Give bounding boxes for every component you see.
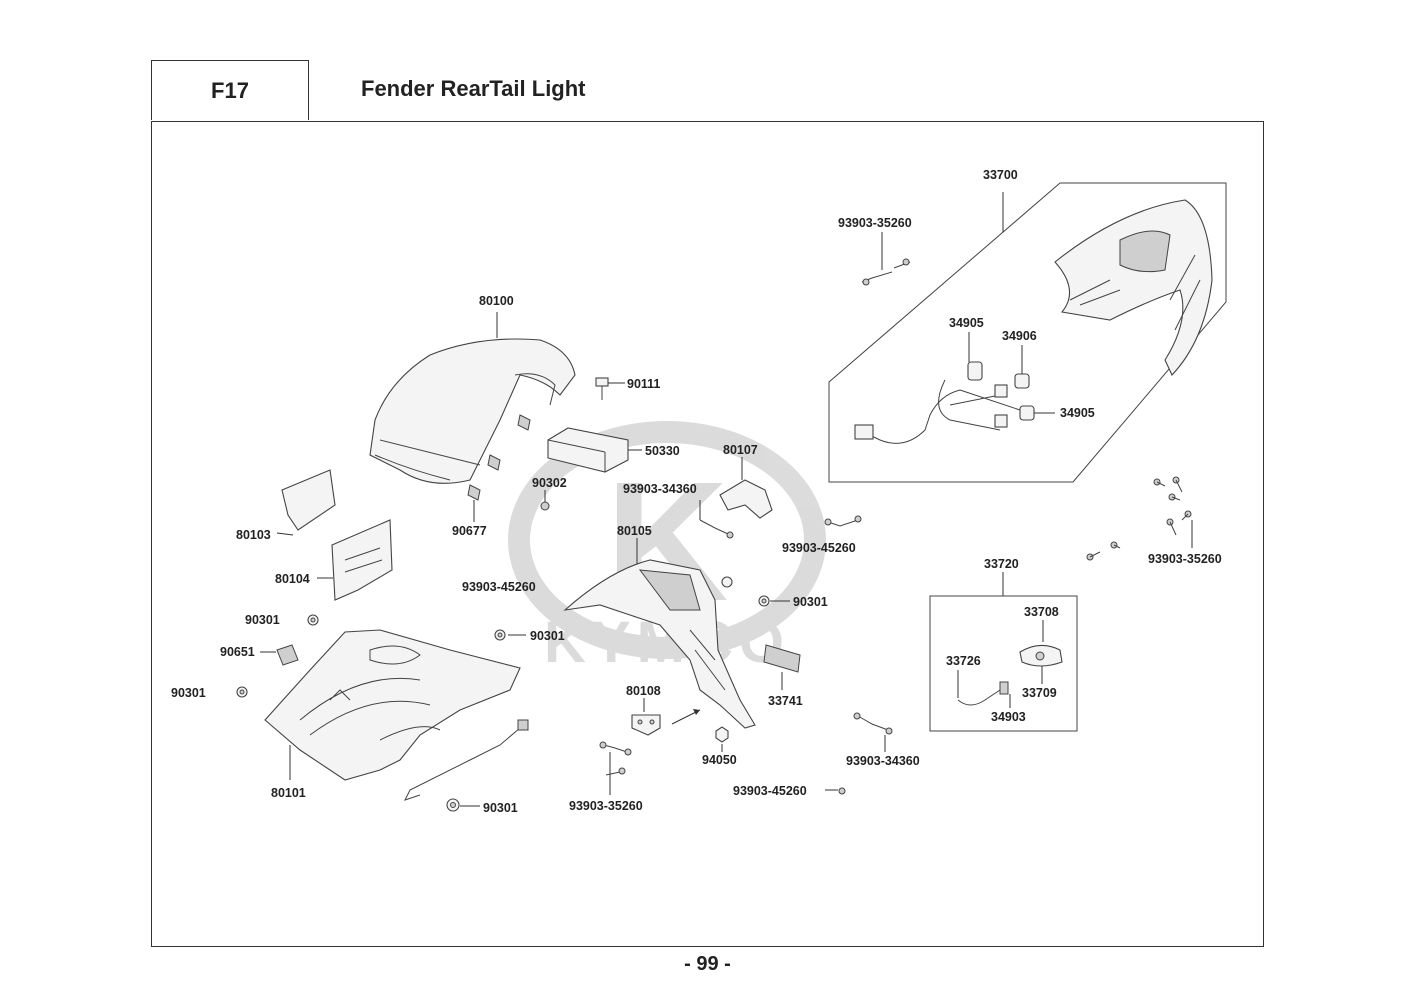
inner-fender-80105	[563, 538, 756, 729]
label-93903-35260-b: 93903-35260	[1148, 552, 1222, 566]
section-code: F17	[151, 60, 309, 120]
plate-80104	[317, 519, 393, 601]
label-34903: 34903	[991, 710, 1026, 724]
bulb-34906	[1014, 373, 1030, 389]
reflector-80108	[631, 698, 701, 736]
label-93903-45260-a: 93903-45260	[782, 541, 856, 555]
bulb-34905-a	[967, 361, 983, 381]
label-90301-a: 90301	[245, 613, 280, 627]
label-34905-b: 34905	[1060, 406, 1095, 420]
tail-light-harness	[854, 389, 961, 444]
label-80104: 80104	[275, 572, 310, 586]
label-93903-45260-c: 93903-45260	[733, 784, 807, 798]
label-50330: 50330	[645, 444, 680, 458]
label-80101: 80101	[271, 786, 306, 800]
tail-light-housing	[1054, 199, 1213, 376]
callout-labels: 33700 93903-35260 34905 34906 34905 8010…	[171, 168, 1222, 815]
license-light-group	[929, 572, 1078, 732]
label-80105: 80105	[617, 524, 652, 538]
screws-93903-35260-right	[1086, 476, 1193, 561]
label-33726: 33726	[946, 654, 981, 668]
label-90651: 90651	[220, 645, 255, 659]
label-34905-a: 34905	[949, 316, 984, 330]
label-33709: 33709	[1022, 686, 1057, 700]
label-33700: 33700	[983, 168, 1018, 182]
clip-90651	[260, 644, 299, 666]
label-90677: 90677	[452, 524, 487, 538]
label-90302: 90302	[532, 476, 567, 490]
page-number: - 99 -	[684, 953, 731, 975]
document-case-50330	[547, 427, 642, 473]
bracket-80107	[719, 457, 773, 519]
label-80107: 80107	[723, 443, 758, 457]
label-80108: 80108	[626, 684, 661, 698]
label-90301-b: 90301	[793, 595, 828, 609]
rear-fender-80100	[369, 312, 576, 522]
bolt-90111	[595, 377, 625, 400]
section-code-text: F17	[211, 77, 249, 103]
label-93903-34360-a: 93903-34360	[623, 482, 697, 496]
label-90301-c: 90301	[530, 629, 565, 643]
tail-light-lens	[1119, 230, 1171, 273]
label-33720: 33720	[984, 557, 1019, 571]
bulb-34905-b	[1019, 405, 1035, 421]
label-80103: 80103	[236, 528, 271, 542]
screws-93903-35260-bottom	[599, 741, 632, 795]
screws-93903-35260-top	[861, 232, 911, 286]
label-33741: 33741	[768, 694, 803, 708]
label-93903-45260-b: 93903-45260	[462, 580, 536, 594]
screw-93903-45260-c	[825, 787, 846, 795]
label-90301-e: 90301	[483, 801, 518, 815]
label-90111: 90111	[627, 377, 660, 391]
screws-93903-45260-top	[824, 515, 862, 527]
label-93903-34360-b: 93903-34360	[846, 754, 920, 768]
diagram-frame	[151, 121, 1264, 947]
screw-93903-34360-a	[699, 500, 734, 539]
label-94050: 94050	[702, 753, 737, 767]
license-light-wire	[957, 689, 1001, 706]
nut-94050	[715, 726, 729, 752]
label-33708: 33708	[1024, 605, 1059, 619]
label-93903-35260-c: 93903-35260	[569, 799, 643, 813]
plate-80103	[276, 469, 336, 536]
washers-90301	[236, 576, 790, 812]
tail-light-inset-box	[828, 182, 1227, 483]
label-90301-d: 90301	[171, 686, 206, 700]
label-80100: 80100	[479, 294, 514, 308]
clip-90677	[467, 484, 481, 501]
label-34906: 34906	[1002, 329, 1037, 343]
fender-body	[369, 338, 576, 484]
label-93903-35260-a: 93903-35260	[838, 216, 912, 230]
screws-93903-34360-b	[853, 712, 893, 752]
page-title: Fender RearTail Light	[361, 76, 586, 101]
plate-33741	[763, 644, 801, 690]
screw-90302	[540, 490, 550, 511]
splash-guard-80101	[264, 629, 529, 801]
license-light-inset-box	[929, 595, 1078, 732]
tail-light-assembly-group	[828, 182, 1227, 483]
